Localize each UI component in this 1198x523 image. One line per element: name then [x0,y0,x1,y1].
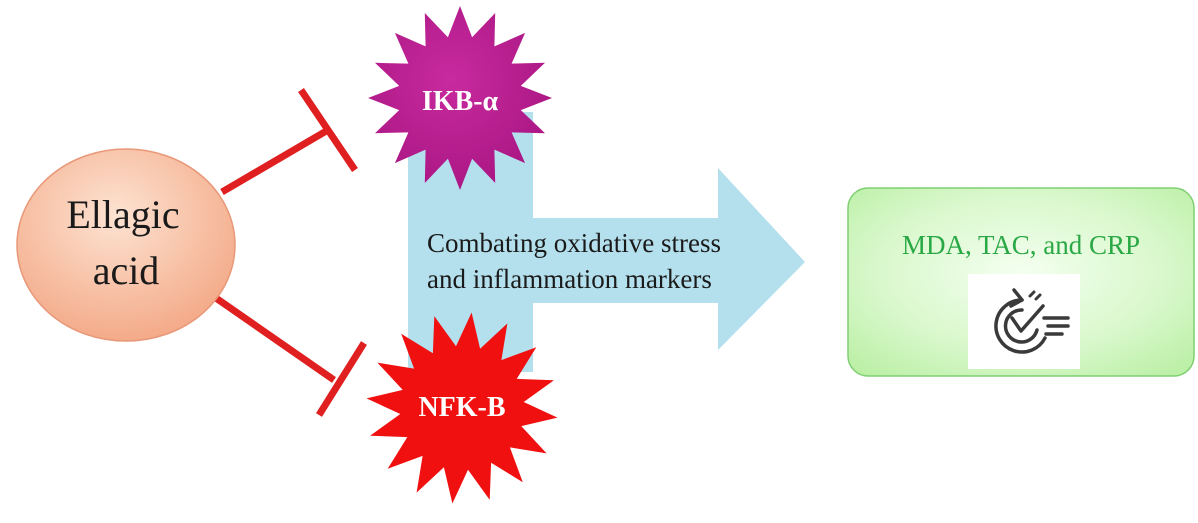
arrow-label-line1: Combating oxidative stress [427,228,721,258]
ellagic-acid-node [16,148,236,342]
nfk-b-starburst [366,312,558,504]
markers-label: MDA, TAC, and CRP [902,230,1140,260]
ikb-alpha-starburst [368,6,552,190]
ellagic-acid-label-line1: Ellagic [66,192,179,237]
ellagic-acid-label-line2: acid [93,248,160,293]
inhibition-t-bar-icon [211,293,367,417]
ikb-alpha-label: IKB-α [422,86,499,117]
check-progress-icon [968,274,1080,369]
inhibition-t-bar-icon [220,88,358,196]
arrow-label-line2: and inflammation markers [427,264,712,294]
combined-effect-arrow [408,112,805,372]
nfk-b-label: NFK-B [418,392,505,423]
